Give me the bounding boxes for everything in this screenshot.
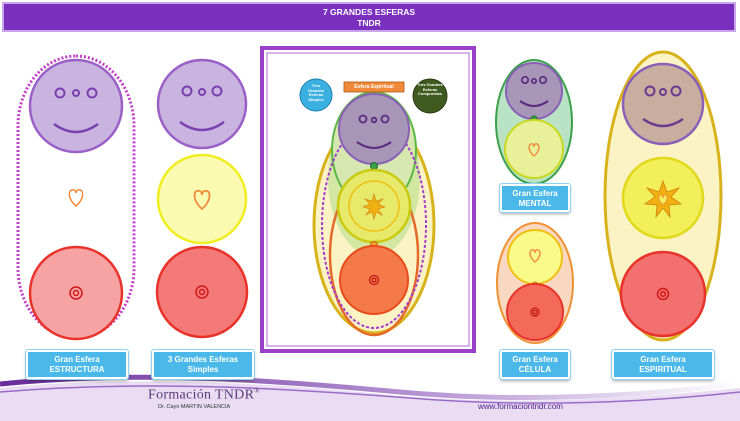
center-connector-top	[370, 162, 378, 170]
center-belly	[339, 245, 409, 315]
label-espiritual: Gran Esfera ESPIRITUAL	[611, 349, 715, 380]
estructura-heart-icon	[68, 189, 84, 207]
estructura-navel-inner	[72, 289, 80, 297]
figure-estructura	[16, 54, 136, 341]
simples-nose	[198, 88, 206, 96]
estructura-belly	[28, 245, 124, 341]
label-estructura-line2: ESTRUCTURA	[49, 365, 105, 374]
simples-head	[156, 58, 248, 150]
mental-smile	[519, 100, 549, 107]
label-espiritual-line1: Gran Esfera	[640, 355, 686, 364]
simples-eye-left	[181, 85, 193, 97]
espiritual-eye-left	[644, 85, 656, 97]
center-right-bubble	[412, 78, 448, 114]
celula-navel-outer	[530, 307, 540, 317]
footer-brand-text: Formación TNDR	[148, 387, 255, 403]
label-celula-line1: Gran Esfera	[512, 355, 558, 364]
center-navel-outer	[368, 274, 380, 286]
espiritual-head	[621, 62, 705, 146]
estructura-nose	[72, 89, 80, 97]
label-estructura: Gran Esfera ESTRUCTURA	[25, 349, 129, 380]
estructura-eye-right	[86, 87, 98, 99]
center-smile	[356, 141, 392, 149]
center-eye-right	[380, 114, 390, 124]
mental-eye-left	[520, 75, 530, 85]
center-head	[338, 93, 410, 165]
center-top-tag	[343, 81, 405, 93]
header-subtitle: TNDR	[357, 18, 381, 28]
espiritual-navel-outer	[656, 287, 670, 301]
label-celula: Gran Esfera CÉLULA	[499, 349, 571, 380]
label-simples-line2: Simples	[187, 365, 219, 374]
estructura-head	[28, 58, 124, 154]
simples-navel-inner	[198, 288, 206, 296]
footer-url-link[interactable]: www.formaciontndr.com	[478, 402, 563, 411]
center-top-tag-label: Esfera Espiritual	[354, 84, 394, 90]
center-heart-sphere-ring	[348, 180, 400, 232]
footer-wave	[0, 374, 740, 421]
label-celula-line2: CÉLULA	[518, 365, 552, 374]
simples-heart-sphere	[156, 153, 248, 245]
page-header: 7 GRANDES ESFERAS TNDR	[2, 2, 736, 32]
mental-heart-icon	[528, 143, 540, 157]
espiritual-nose	[659, 88, 667, 96]
label-simples-line1: 3 Grandes Esferas	[167, 355, 239, 364]
footer-brand: Formación TNDR®	[148, 387, 260, 404]
espiritual-heart-icon	[658, 194, 668, 206]
label-simples: 3 Grandes Esferas Simples	[151, 349, 255, 380]
mental-eye-right	[538, 75, 548, 85]
center-left-bubble-label: Tres Grandes Esferas Simples	[307, 83, 325, 102]
center-nose	[370, 116, 378, 124]
estructura-eye-left	[54, 87, 66, 99]
estructura-navel-outer	[69, 286, 83, 300]
simples-navel-outer	[195, 285, 209, 299]
center-structure-shell	[321, 121, 427, 329]
header-title: 7 GRANDES ESFERAS	[322, 7, 416, 17]
center-navel-inner	[371, 277, 377, 283]
celula-navel-inner	[532, 309, 538, 315]
mental-heart-sphere	[504, 119, 564, 179]
espiritual-belly	[619, 250, 707, 338]
espiritual-smile	[642, 117, 684, 128]
center-left-bubble	[299, 78, 333, 112]
estructura-smile	[53, 122, 99, 134]
label-estructura-line1: Gran Esfera	[54, 355, 100, 364]
footer-registered: ®	[254, 387, 260, 395]
mental-head	[505, 62, 563, 120]
figure-simples	[155, 58, 249, 339]
espiritual-eye-right	[670, 85, 682, 97]
center-right-bubble-label: Tres Grandes Esferas Compuestas	[417, 82, 443, 96]
label-espiritual-line2: ESPIRITUAL	[639, 365, 687, 374]
center-sun-icon	[362, 192, 386, 221]
celula-belly	[506, 283, 564, 341]
simples-eye-right	[211, 85, 223, 97]
mental-nose	[530, 77, 538, 85]
center-eye-left	[358, 114, 368, 124]
center-panel	[260, 46, 476, 353]
simples-belly	[155, 245, 249, 339]
label-mental-line1: Gran Esfera	[512, 189, 558, 198]
center-frame-inner	[266, 52, 470, 347]
estructura-outline	[16, 54, 136, 340]
espiritual-navel-inner	[659, 290, 667, 298]
celula-heart-sphere	[507, 229, 563, 285]
figure-mental	[495, 59, 573, 185]
label-mental: Gran Esfera MENTAL	[499, 183, 571, 213]
celula-heart-icon	[529, 249, 541, 263]
figure-celula	[496, 222, 574, 344]
label-mental-line2: MENTAL	[518, 199, 552, 208]
footer-subtitle: Dr. Cayo MARTIN VALENCIA	[158, 404, 231, 410]
simples-smile	[179, 120, 225, 132]
simples-heart-icon	[193, 189, 211, 211]
figure-espiritual	[603, 50, 723, 342]
